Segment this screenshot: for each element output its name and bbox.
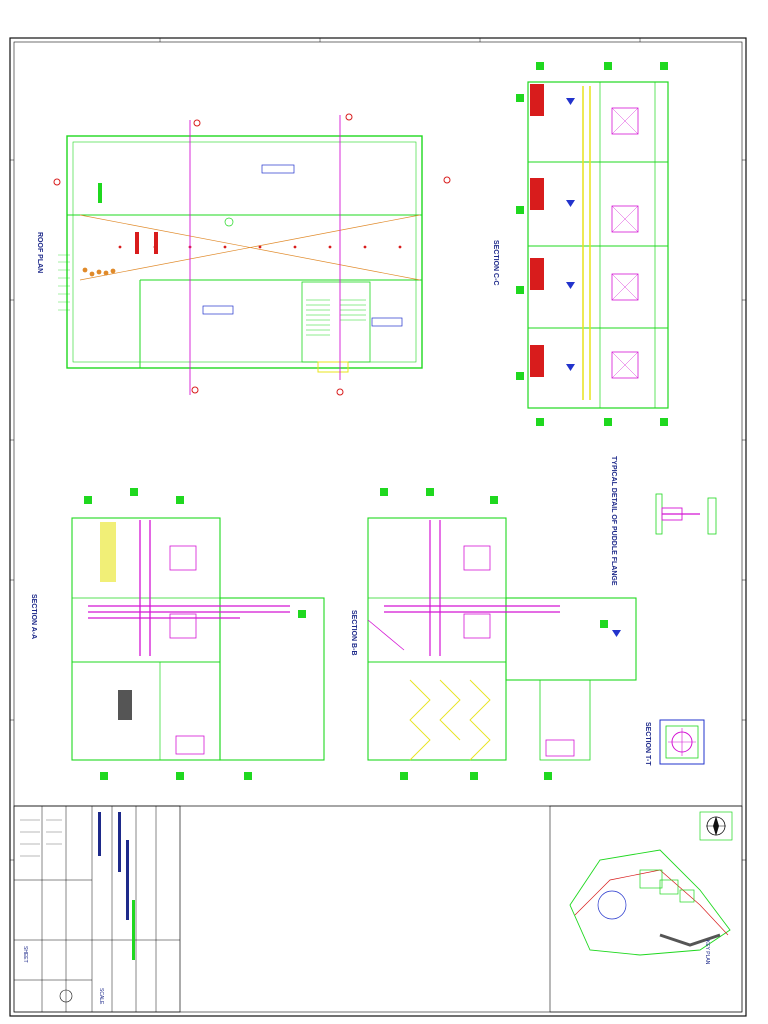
roof-plan: ROOF PLAN xyxy=(36,113,451,396)
section-cc: SECTION C-C xyxy=(492,62,669,426)
roof-plan-title: ROOF PLAN xyxy=(36,232,43,273)
north-symbol xyxy=(59,989,73,1003)
section-bb: SECTION B-B xyxy=(350,488,637,780)
key-plan-title: KEY PLAN xyxy=(704,940,710,965)
outer-border xyxy=(9,37,747,1017)
section-aa-title: SECTION A-A xyxy=(30,594,37,639)
title-block: SHEET SCALE xyxy=(13,805,181,1013)
section-bb-title: SECTION B-B xyxy=(350,610,357,656)
key-plan: KEY PLAN xyxy=(549,805,743,1013)
puddle-flange-detail: TYPICAL DETAIL OF PUDDLE FLANGE xyxy=(610,456,717,586)
border-ticks xyxy=(10,38,746,861)
sheet-label: SHEET xyxy=(22,946,28,963)
scale-label: SCALE xyxy=(98,988,104,1005)
north-arrow-icon xyxy=(699,811,733,841)
section-cc-title: SECTION C-C xyxy=(492,240,499,286)
puddle-flange-title: TYPICAL DETAIL OF PUDDLE FLANGE xyxy=(610,456,617,586)
section-tt: SECTION T-T xyxy=(644,719,705,766)
inner-border xyxy=(13,41,743,1013)
section-aa: SECTION A-A xyxy=(30,488,325,780)
section-tt-title: SECTION T-T xyxy=(644,722,651,766)
